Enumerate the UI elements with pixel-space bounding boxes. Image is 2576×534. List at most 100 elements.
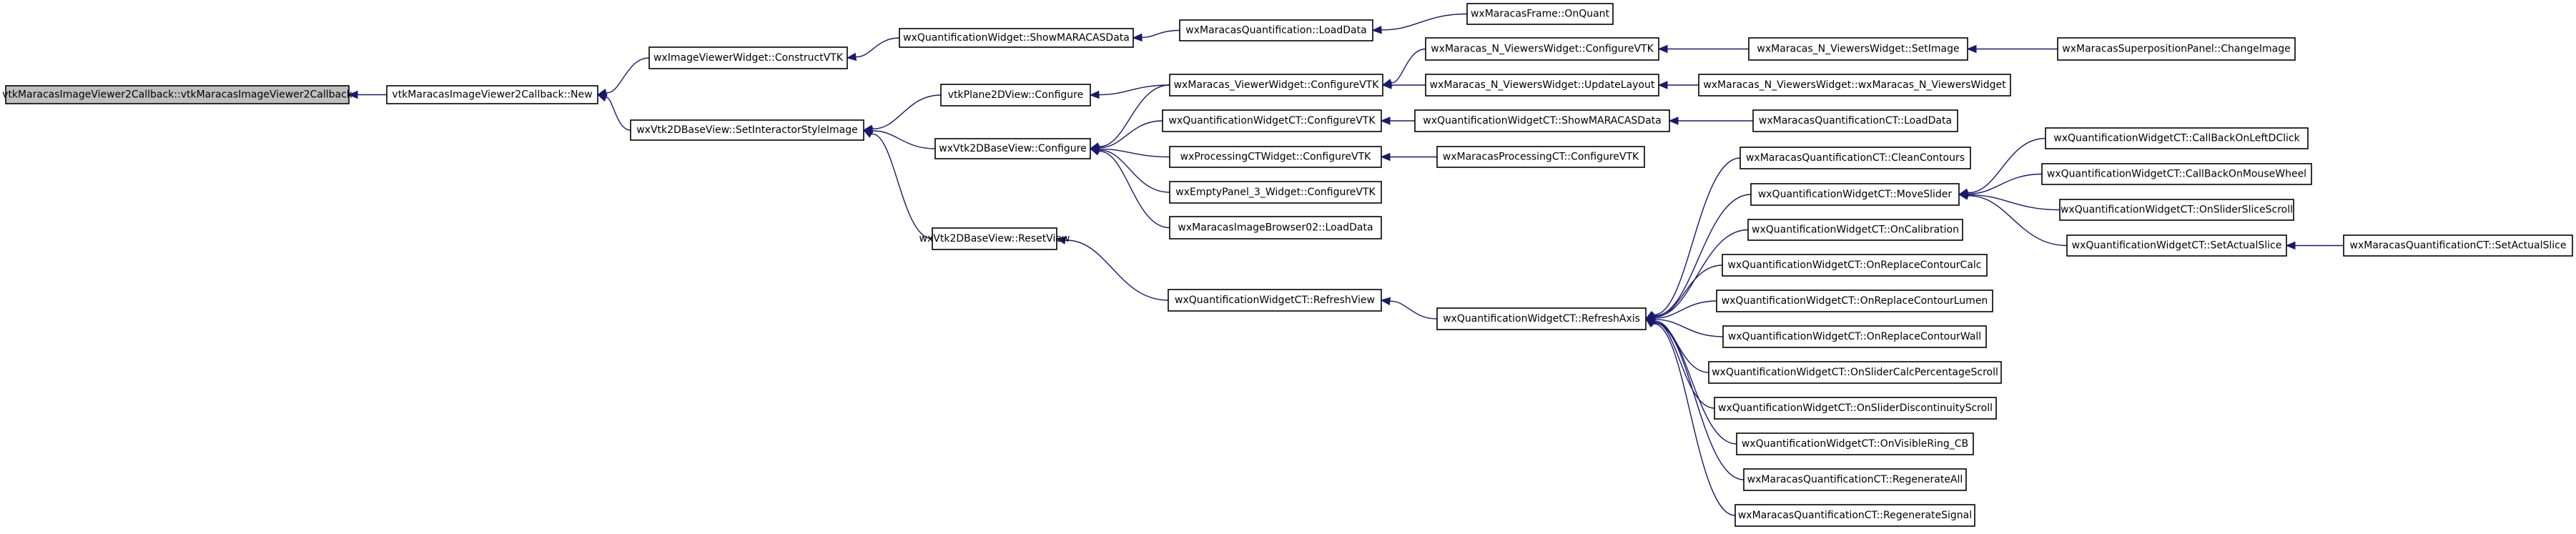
edge-arrow	[596, 94, 631, 131]
node-wxmaracas-n-viewerswidget-updatelayout[interactable]: wxMaracas_N_ViewersWidget::UpdateLayout	[1425, 74, 1659, 97]
node-wxmaracasprocessingct-configurevtk[interactable]: wxMaracasProcessingCT::ConfigureVTK	[1436, 146, 1645, 168]
node-wxvtk2dbaseview-resetview[interactable]: wxVtk2DBaseView::ResetView	[919, 227, 1070, 250]
node-box	[1169, 181, 1382, 204]
node-box	[1425, 74, 1659, 97]
node-label: wxVtk2DBaseView::ResetView	[919, 233, 1070, 244]
node-box	[1714, 397, 1997, 420]
node-wxmaracassuperpositionpanel-changeimage[interactable]: wxMaracasSuperpositionPanel::ChangeImage	[2057, 37, 2296, 61]
node-box	[1716, 290, 1993, 312]
node-wxquantificationwidgetct-onreplacecontourwall[interactable]: wxQuantificationWidgetCT::OnReplaceConto…	[1722, 325, 1987, 348]
node-wxmaracas-n-viewerswidget-configurevtk[interactable]: wxMaracas_N_ViewersWidget::ConfigureVTK	[1425, 37, 1659, 61]
node-wxquantificationwidgetct-onsliderslicescroll[interactable]: wxQuantificationWidgetCT::OnSliderSliceS…	[2059, 199, 2294, 221]
node-label: wxMaracas_N_ViewersWidget::SetImage	[1757, 44, 1959, 55]
node-box	[1436, 146, 1645, 168]
node-wxmaracasquantificationct-regeneratesignal[interactable]: wxMaracasQuantificationCT::RegenerateSig…	[1734, 504, 1975, 527]
node-wxquantificationwidgetct-setactualslice[interactable]: wxQuantificationWidgetCT::SetActualSlice	[2066, 234, 2287, 257]
node-wxmaracasquantificationct-cleancontours[interactable]: wxMaracasQuantificationCT::CleanContours	[1739, 147, 1971, 169]
node-label: wxQuantificationWidgetCT::CallBackOnMous…	[2047, 169, 2306, 180]
node-box	[630, 119, 864, 141]
node-box	[1739, 147, 1971, 169]
node-wxquantificationwidgetct-onreplacecontourcalc[interactable]: wxQuantificationWidgetCT::OnReplaceConto…	[1722, 254, 1988, 277]
node-wxquantificationwidgetct-moveslider[interactable]: wxQuantificationWidgetCT::MoveSlider	[1750, 183, 1960, 206]
edge-arrow	[1644, 264, 1723, 321]
node-box	[648, 46, 848, 69]
node-box	[1162, 109, 1382, 132]
node-box	[1168, 289, 1382, 312]
node-label: vtkMaracasImageViewer2Callback::vtkMarac…	[2, 89, 353, 101]
node-wxmaracasquantification-loaddata[interactable]: wxMaracasQuantification::LoadData	[1179, 19, 1373, 41]
node-label: wxQuantificationWidgetCT::OnSliderDiscon…	[1718, 402, 1993, 414]
nodes-layer: vtkMaracasImageViewer2Callback::vtkMarac…	[2, 3, 2573, 527]
node-label: wxQuantificationWidgetCT::CallBackOnLeft…	[2053, 133, 2300, 144]
node-wxmaracas-viewerwidget-configurevtk[interactable]: wxMaracas_ViewerWidget::ConfigureVTK	[1169, 74, 1383, 97]
node-label: wxQuantificationWidgetCT::OnCalibration	[1752, 224, 1959, 236]
node-wxemptypanel-3-widget-configurevtk[interactable]: wxEmptyPanel_3_Widget::ConfigureVTK	[1169, 181, 1382, 204]
node-label: wxImageViewerWidget::ConstructVTK	[653, 52, 844, 64]
node-box	[940, 84, 1091, 107]
node-wxquantificationwidgetct-refreshview[interactable]: wxQuantificationWidgetCT::RefreshView	[1168, 289, 1382, 312]
node-label: wxQuantificationWidgetCT::SetActualSlice	[2072, 240, 2282, 252]
edge-arrow	[1055, 236, 1169, 301]
node-label: wxMaracasQuantificationCT::CleanContours	[1746, 152, 1965, 164]
node-box	[1750, 183, 1960, 206]
edge-arrow	[862, 129, 933, 239]
node-vtkplane2dview-configure[interactable]: vtkPlane2DView::Configure	[940, 84, 1091, 107]
node-wxquantificationwidgetct-onsliderdiscontinuityscroll[interactable]: wxQuantificationWidgetCT::OnSliderDiscon…	[1714, 397, 1997, 420]
node-wximageviewerwidget-constructvtk[interactable]: wxImageViewerWidget::ConstructVTK	[648, 46, 848, 69]
node-wxquantificationwidgetct-onreplacecontourlumen[interactable]: wxQuantificationWidgetCT::OnReplaceConto…	[1716, 290, 1993, 312]
node-wxmaracasframe-onquant[interactable]: wxMaracasFrame::OnQuant	[1466, 3, 1614, 25]
node-wxquantificationwidgetct-callbackonleftdclick[interactable]: wxQuantificationWidgetCT::CallBackOnLeft…	[2045, 127, 2309, 149]
node-label: wxVtk2DBaseView::SetInteractorStyleImage	[636, 124, 858, 136]
node-box	[2059, 199, 2294, 221]
node-wxquantificationwidgetct-configurevtk[interactable]: wxQuantificationWidgetCT::ConfigureVTK	[1162, 109, 1382, 132]
edge-arrow	[1381, 48, 1426, 87]
node-label: wxMaracas_ViewerWidget::ConfigureVTK	[1174, 79, 1380, 91]
node-wxvtk2dbaseview-configure[interactable]: wxVtk2DBaseView::Configure	[934, 138, 1091, 159]
node-box	[386, 85, 598, 104]
node-box	[1708, 361, 2002, 384]
node-label: wxMaracas_N_ViewersWidget::UpdateLayout	[1430, 79, 1655, 91]
node-wxvtk2dbaseview-setinteractorstyleimage[interactable]: wxVtk2DBaseView::SetInteractorStyleImage	[630, 119, 864, 141]
edge-arrow	[1958, 192, 2068, 247]
node-label: wxMaracasFrame::OnQuant	[1471, 9, 1610, 20]
edge-arrow	[1958, 137, 2046, 197]
node-wxquantificationwidgetct-refreshaxis[interactable]: wxQuantificationWidgetCT::RefreshAxis	[1436, 307, 1647, 330]
node-wxquantificationwidget-showmaracasdata[interactable]: wxQuantificationWidget::ShowMARACASData	[899, 28, 1134, 48]
node-label: wxQuantificationWidgetCT::MoveSlider	[1758, 189, 1953, 200]
node-wxquantificationwidgetct-oncalibration[interactable]: wxQuantificationWidgetCT::OnCalibration	[1747, 219, 1963, 241]
node-wxquantificationwidgetct-onslidercalcpercentagescroll[interactable]: wxQuantificationWidgetCT::OnSliderCalcPe…	[1708, 361, 2002, 384]
node-wxmaracasquantificationct-setactualslice[interactable]: wxMaracasQuantificationCT::SetActualSlic…	[2343, 234, 2573, 257]
edge-arrow	[1089, 84, 1170, 99]
edge-arrow	[846, 37, 900, 61]
node-box	[1736, 432, 1974, 455]
node-box	[1169, 146, 1382, 168]
edge-arrow	[1644, 300, 1717, 322]
edge-arrow	[1380, 117, 1416, 125]
node-label: wxMaracas_N_ViewersWidget::wxMaracas_N_V…	[1703, 79, 2006, 91]
node-wxquantificationwidgetct-showmaracasdata[interactable]: wxQuantificationWidgetCT::ShowMARACASDat…	[1414, 109, 1670, 132]
node-box	[2041, 163, 2312, 185]
node-label: wxQuantificationWidgetCT::OnReplaceConto…	[1727, 259, 1981, 271]
node-label: wxQuantificationWidgetCT::OnSliderCalcPe…	[1712, 367, 1998, 378]
node-label: wxMaracasSuperpositionPanel::ChangeImage	[2062, 44, 2290, 55]
node-box	[1169, 216, 1382, 239]
node-label: wxVtk2DBaseView::Configure	[939, 143, 1086, 154]
node-label: wxMaracasProcessingCT::ConfigureVTK	[1443, 152, 1639, 163]
node-wxquantificationwidgetct-callbackonmousewheel[interactable]: wxQuantificationWidgetCT::CallBackOnMous…	[2041, 163, 2312, 185]
edge-arrow	[1966, 44, 2058, 54]
node-wxmaracas-n-viewerswidget-wxmaracas-n-viewerswidget[interactable]: wxMaracas_N_ViewersWidget::wxMaracas_N_V…	[1698, 74, 2011, 97]
node-wxmaracasquantificationct-regenerateall[interactable]: wxMaracasQuantificationCT::RegenerateAll	[1743, 468, 1967, 491]
edge-arrow	[1657, 44, 1749, 54]
node-wxprocessingctwidget-configurevtk[interactable]: wxProcessingCTWidget::ConfigureVTK	[1169, 146, 1382, 168]
edge-arrow	[1371, 13, 1468, 34]
node-wxmaracasimagebrowser02-loaddata[interactable]: wxMaracasImageBrowser02::LoadData	[1169, 216, 1382, 239]
node-wxquantificationwidgetct-onvisiblering-cb[interactable]: wxQuantificationWidgetCT::OnVisibleRing_…	[1736, 432, 1974, 455]
node-box	[2045, 127, 2309, 149]
node-wxmaracasquantificationct-loaddata[interactable]: wxMaracasQuantificationCT::LoadData	[1752, 109, 1958, 132]
node-vtkmaracasimageviewer2callback-new[interactable]: vtkMaracasImageViewer2Callback::New	[386, 85, 598, 104]
node-wxmaracas-n-viewerswidget-setimage[interactable]: wxMaracas_N_ViewersWidget::SetImage	[1748, 37, 1968, 61]
edge-arrow	[862, 94, 942, 133]
edge-arrow	[1380, 152, 1437, 162]
node-vtkmaracasimageviewer2callback-vtkmaracasimageviewer2callback[interactable]: vtkMaracasImageViewer2Callback::vtkMarac…	[2, 85, 353, 104]
